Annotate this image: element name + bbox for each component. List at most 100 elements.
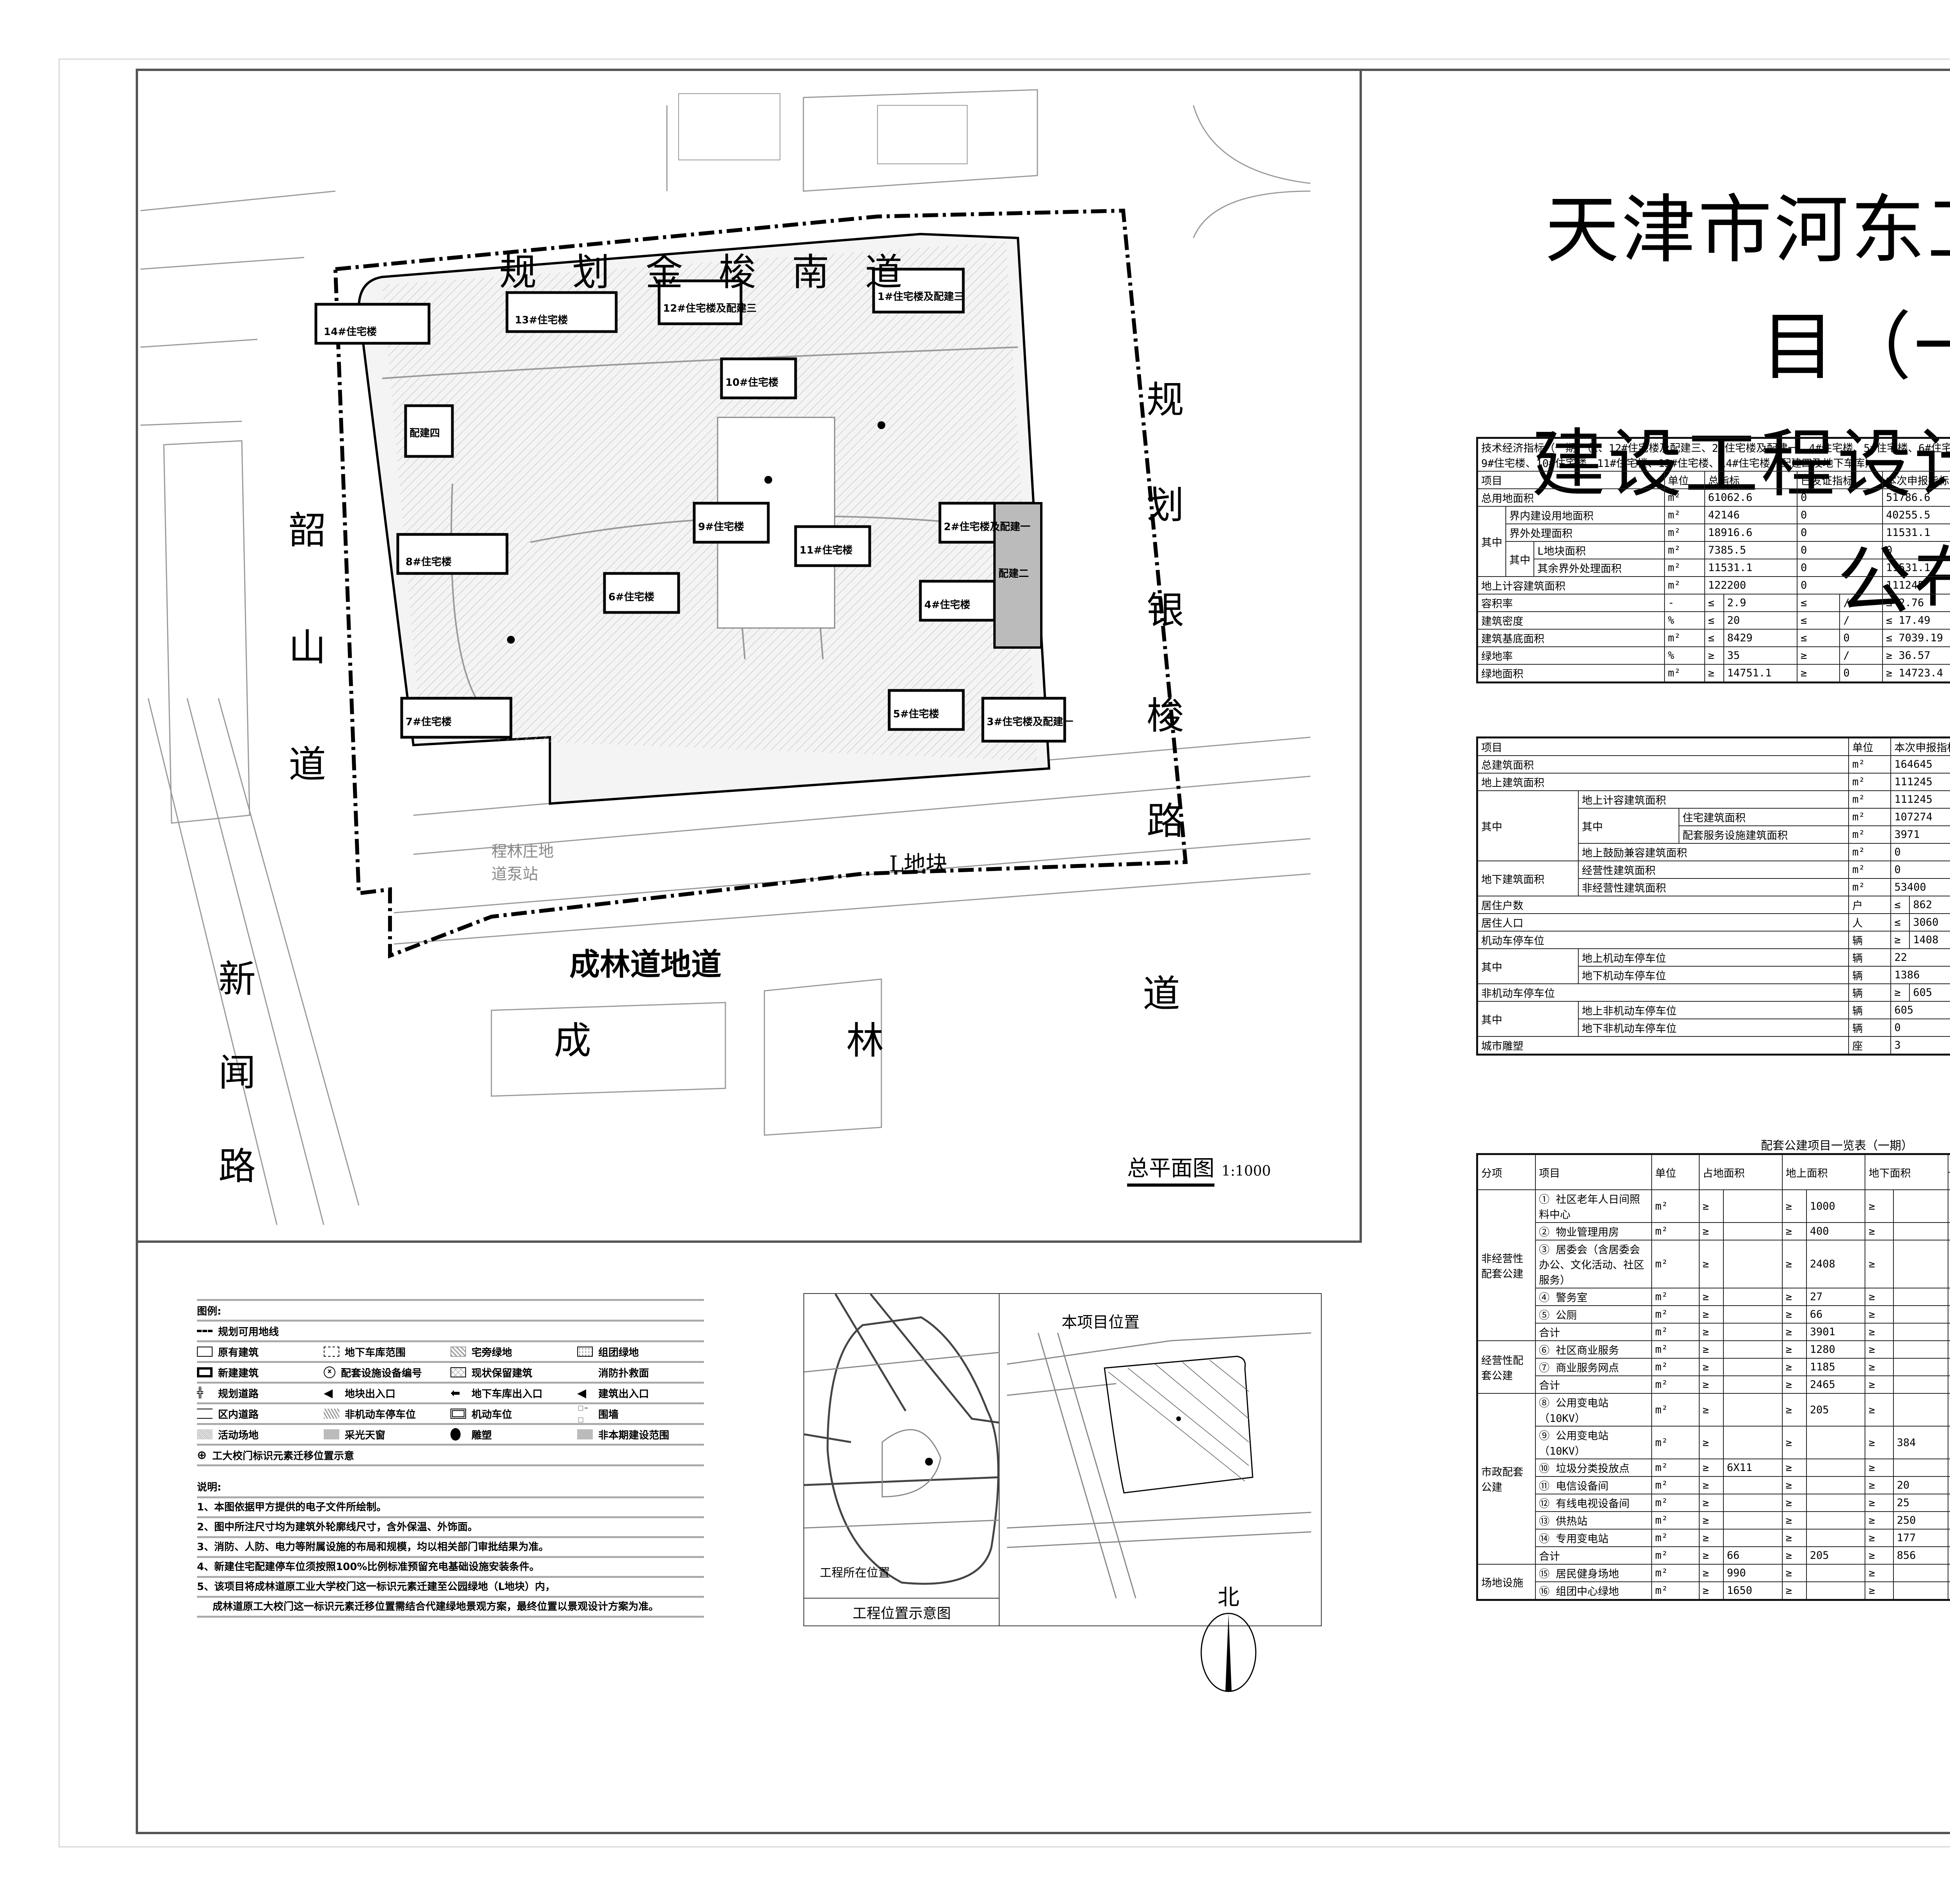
internal-road-icon — [197, 1409, 213, 1419]
building-label: 7#住宅楼 — [406, 716, 452, 728]
garage-entrance-icon: ⬅ — [450, 1386, 461, 1400]
building-label: 配建二 — [998, 568, 1029, 580]
table-row: 居住人口人≤3060 — [1477, 913, 1950, 932]
item-cell: ⑧ 公用变电站（10KV） — [1535, 1393, 1652, 1427]
site-plan: 规 划 金 梭 南 道 规划银梭路 韶山道 成林道地道 成 林 道 新闻路 L地… — [140, 74, 1357, 1239]
table-row: 居住户数户≤862 — [1477, 896, 1950, 914]
item-cell: ⑥ 社区商业服务 — [1535, 1340, 1652, 1359]
item-cell: 合计 — [1535, 1375, 1652, 1394]
bike-parking-icon — [324, 1409, 339, 1419]
table-row: ③ 居委会（含居委会办公、文化活动、社区服务）m²≥≥2408≥2408001#… — [1477, 1240, 1950, 1288]
drawing-frame — [136, 69, 1950, 1834]
road-label-south-1: 成 — [554, 1019, 591, 1063]
building-label: 5#住宅楼 — [893, 708, 939, 720]
item-cell: ⑩ 垃圾分类投放点 — [1535, 1459, 1652, 1477]
site-plan-drawing — [140, 89, 1311, 1225]
th-unit: 单位 — [1664, 471, 1705, 489]
wall-icon: ▫-▫ — [577, 1402, 589, 1425]
frame-divider-vertical — [1360, 69, 1362, 1243]
building-label: 4#住宅楼 — [924, 599, 970, 611]
building-label: 11#住宅楼 — [800, 545, 853, 556]
site-entrance-icon: ◀ — [324, 1386, 333, 1400]
category-cell: 非经营性配套公建 — [1477, 1189, 1536, 1341]
dotted-green-icon — [577, 1347, 593, 1357]
road-label-south-2: 林 — [846, 1019, 884, 1063]
category-cell: 市政配套公建 — [1477, 1393, 1536, 1565]
th-item: 项目 — [1477, 471, 1665, 489]
item-cell: ⑫ 有线电视设备间 — [1535, 1494, 1652, 1512]
project-location-label: 工程所在位置 — [820, 1566, 890, 1580]
sculpture-icon — [450, 1428, 461, 1441]
notes-title: 说明: — [197, 1478, 704, 1498]
item-cell: ⑭ 专用变电站 — [1535, 1529, 1652, 1547]
th-unit: 单位 — [1848, 737, 1892, 756]
table-row: 容积率- ≤2.9 ≤/ ≤ 2.76 ≤ 5.79 — [1477, 594, 1950, 612]
item-cell: ⑦ 商业服务网点 — [1535, 1358, 1652, 1376]
building-label: 6#住宅楼 — [608, 591, 654, 603]
item-cell: 合计 — [1535, 1323, 1652, 1341]
building-label: 3#住宅楼及配建一 — [987, 716, 1073, 728]
building-label: 10#住宅楼 — [725, 377, 778, 389]
item-cell: ② 物业管理用房 — [1535, 1222, 1652, 1240]
road-label-west: 韶山道 — [289, 509, 326, 786]
skylight-icon — [324, 1429, 339, 1439]
building-label: 13#住宅楼 — [515, 314, 568, 326]
l-block-label: L地块 — [889, 852, 948, 877]
th-value: 本次申报指标 — [1890, 737, 1950, 756]
table-row: 建筑密度% ≤20 ≤/ ≤ 17.49 ≤ 73.52 — [1477, 611, 1950, 630]
building-label: 9#住宅楼 — [698, 521, 744, 533]
note-item: 3、消防、人防、电力等附属设施的布局和规模，均以相关部门审批结果为准。 — [197, 1538, 704, 1558]
table-row: 机动车停车位辆≥1408 — [1477, 931, 1950, 949]
green-hatch-icon — [450, 1347, 466, 1357]
item-cell: ③ 居委会（含居委会办公、文化活动、社区服务） — [1535, 1240, 1652, 1288]
note-item: 成林道原工大校门这一标识元素迁移位置需结合代建绿地景观方案，最终位置以景观设计方… — [197, 1598, 704, 1618]
boundary-line-icon — [197, 1330, 213, 1332]
site-location-label: 本项目位置 — [1062, 1313, 1140, 1331]
sheet-border — [58, 59, 1950, 1847]
location-map-drawing — [804, 1293, 1312, 1625]
road-label-east: 规划银梭路 — [1147, 378, 1184, 843]
title-line-1: 天津市河东工大3号地项目（一期） — [1545, 187, 1950, 390]
north-label: 北 — [1218, 1585, 1239, 1610]
planned-road-icon: ╬ — [197, 1387, 203, 1399]
tech-indicator-table: 技术经济指标（一期）（1、12#住宅楼及配建三、2#住宅楼及配建一、4#住宅楼、… — [1476, 437, 1950, 683]
item-cell: ⑨ 公用变电站（10KV） — [1535, 1426, 1652, 1459]
item-cell: ⑮ 居民健身场地 — [1535, 1564, 1652, 1582]
north-arrow: 北 — [1197, 1580, 1260, 1695]
location-map: 工程所在位置 工程位置示意图 本项目位置 — [803, 1293, 1322, 1626]
new-building-icon — [197, 1367, 213, 1377]
pump-station-label: 程林庄地道泵站 — [491, 843, 554, 883]
item-cell: ⑯ 组团中心绿地 — [1535, 1581, 1652, 1601]
item-cell: ⑬ 供热站 — [1535, 1511, 1652, 1530]
plan-scale: 1:1000 — [1221, 1163, 1271, 1179]
location-map-caption: 工程位置示意图 — [852, 1606, 951, 1622]
facility-table: 分项 项目 单位 占地面积 地上面积 地下面积 许可进度 本期所属建筑 本次申报… — [1476, 1153, 1950, 1601]
